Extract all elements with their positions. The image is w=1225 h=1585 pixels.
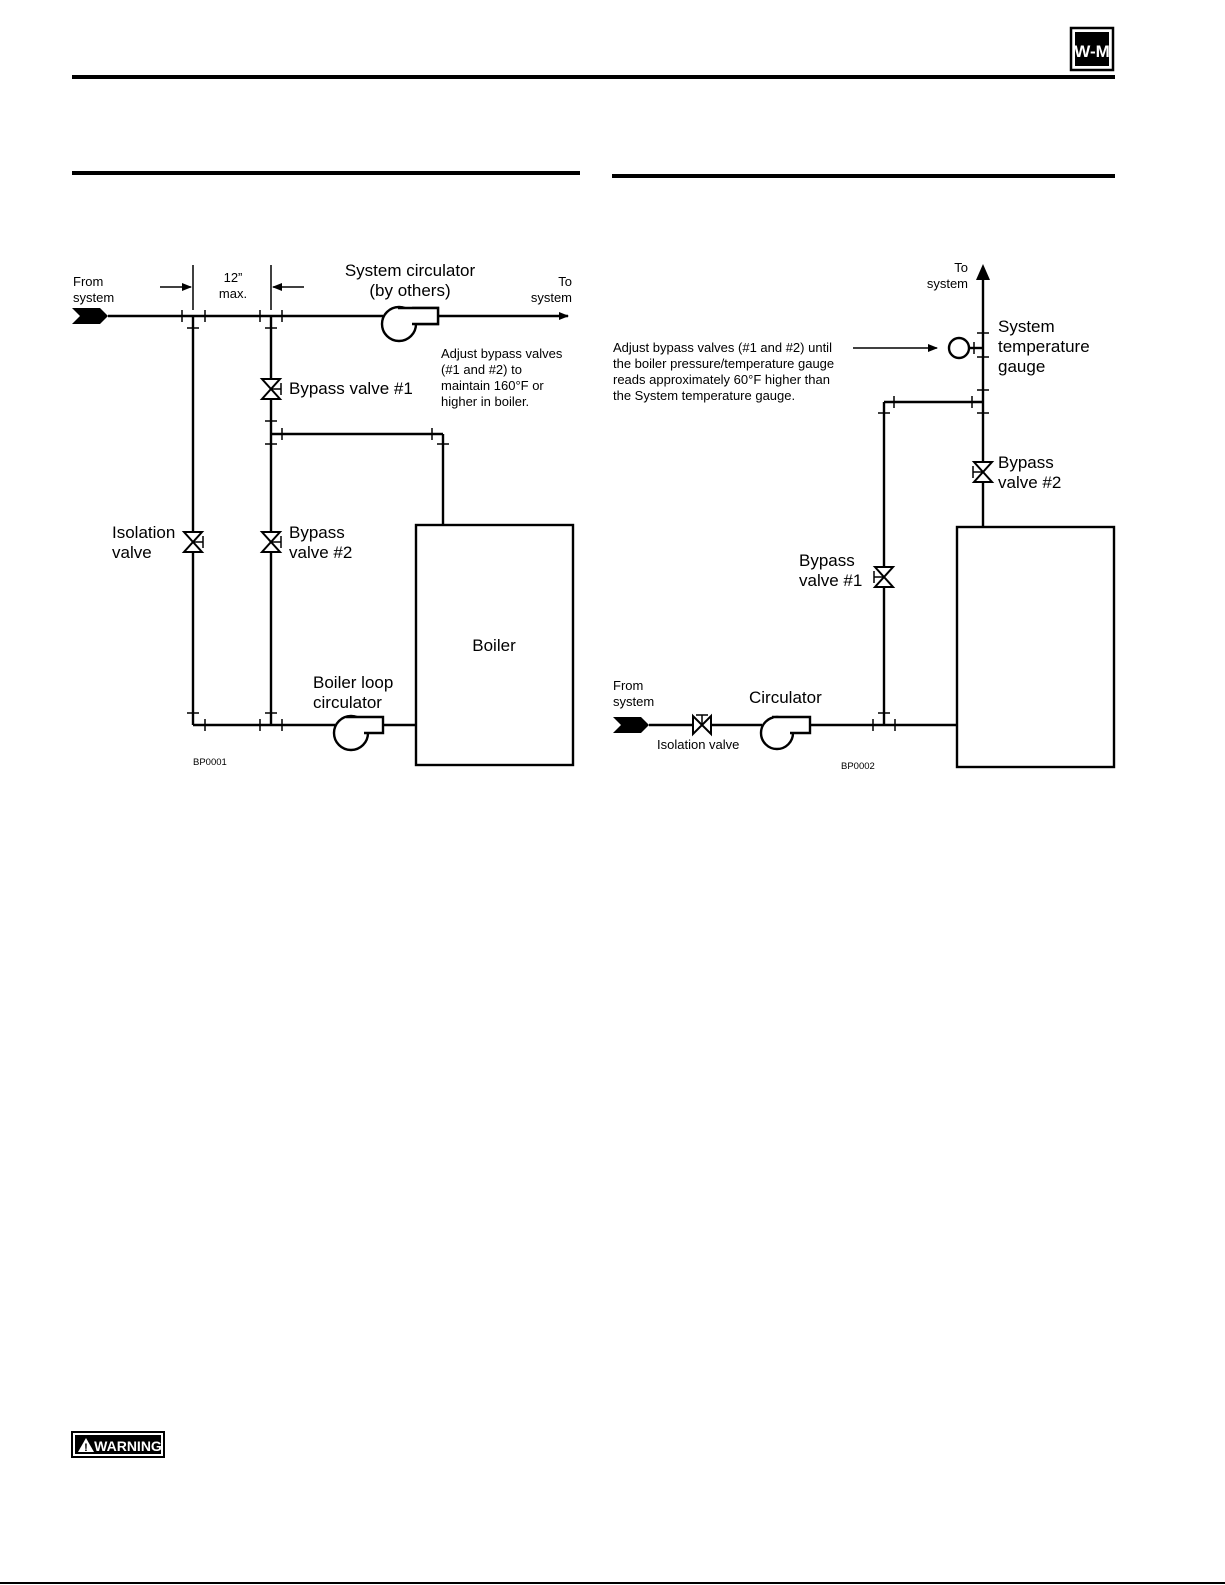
isolation-valve-label: Isolation [112,523,175,542]
system-temperature-gauge-label: System [998,317,1055,336]
bypass-valve-2-icon [259,531,283,553]
svg-text:system: system [613,694,654,709]
boiler-label: Boiler [472,636,516,655]
svg-text:the System temperature gauge.: the System temperature gauge. [613,388,795,403]
diagram-bp0001: 12” max. [72,261,575,768]
warning-badge: ! WARNING [71,1431,165,1458]
bypass-valve-1-label: Bypass valve #1 [289,379,413,398]
svg-text:valve #2: valve #2 [998,473,1061,492]
diagram-code: BP0002 [841,761,875,772]
bypass-valve-1-icon [259,378,283,400]
to-system-arrow-icon [976,264,990,280]
svg-text:the boiler pressure/temperatur: the boiler pressure/temperature gauge [613,356,834,371]
diagram1-note: Adjust bypass valves (#1 and #2) to main… [441,346,563,409]
boiler-box [414,523,575,767]
boiler-loop-circulator-label: Boiler loop [313,673,393,692]
boiler-loop-circulator-icon [332,714,385,752]
svg-text:(#1 and #2) to: (#1 and #2) to [441,362,522,377]
diagram-bp0002: To system Adjust bypass valves (#1 and #… [613,260,1116,772]
svg-text:Adjust bypass valves (#1 and #: Adjust bypass valves (#1 and #2) until [613,340,832,355]
circulator-icon [759,715,812,751]
warning-triangle-icon [78,1438,94,1452]
wm-logo: W-M [1069,26,1115,72]
isolation-valve-label: Isolation valve [657,737,739,752]
bypass-valve-2-label: Bypass [998,453,1054,472]
svg-text:system: system [927,276,968,291]
svg-text:system: system [531,290,572,305]
bypass-valve-1-label: Bypass [799,551,855,570]
diagram2-note: Adjust bypass valves (#1 and #2) until t… [613,340,834,403]
svg-text:circulator: circulator [313,693,382,712]
bypass-valve-2-label: Bypass [289,523,345,542]
circulator-label: Circulator [749,688,822,707]
svg-text:(by others): (by others) [369,281,450,300]
svg-text:max.: max. [219,286,247,301]
svg-text:!: ! [84,1442,88,1454]
svg-text:valve: valve [112,543,152,562]
diagram-code: BP0001 [193,757,227,768]
from-system-label: From [613,678,643,693]
from-system-arrow-icon [72,308,108,324]
svg-text:system: system [73,290,114,305]
system-temperature-gauge-icon [947,336,983,360]
system-circulator-label: System circulator [345,261,476,280]
svg-text:valve #1: valve #1 [799,571,862,590]
svg-text:temperature: temperature [998,337,1090,356]
bypass-valve-1-icon [872,566,896,588]
system-circulator-icon [380,305,440,343]
union-fittings [181,310,283,322]
svg-text:Adjust bypass valves: Adjust bypass valves [441,346,563,361]
boiler-box [955,525,1116,769]
svg-text:higher in boiler.: higher in boiler. [441,394,529,409]
svg-text:valve #2: valve #2 [289,543,352,562]
from-system-arrow-icon [613,717,649,733]
to-system-label: To [954,260,968,275]
logo-text: W-M [1074,42,1110,61]
isolation-valve-icon [181,531,205,553]
svg-text:gauge: gauge [998,357,1045,376]
svg-text:reads approximately 60°F highe: reads approximately 60°F higher than [613,372,830,387]
bypass-valve-2-icon [971,461,995,483]
from-system-label: From [73,274,103,289]
svg-text:maintain 160°F or: maintain 160°F or [441,378,544,393]
isolation-valve-icon [692,713,712,737]
to-system-label: To [558,274,572,289]
warning-label: WARNING [94,1438,162,1454]
dimension-label: 12” [224,270,243,285]
